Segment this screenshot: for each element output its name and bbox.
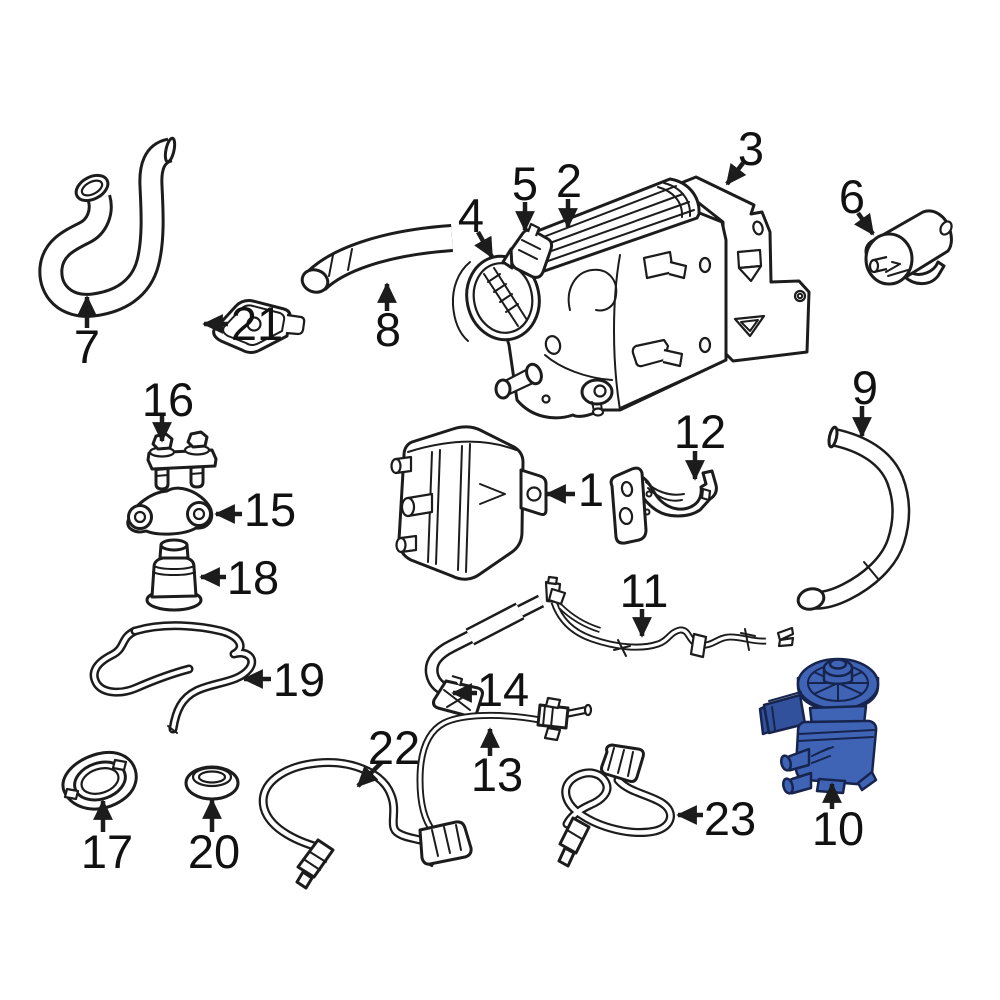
- part-4-throttle-body-drawing: [451, 254, 541, 342]
- callout-15: 15: [214, 483, 296, 536]
- part-19-wire-bracket-drawing: [89, 621, 257, 734]
- callout-number: 11: [620, 564, 669, 617]
- callout-8: 8: [375, 282, 401, 356]
- callout-leader-arrow: [474, 230, 494, 259]
- part-9-hose-drawing: [796, 425, 911, 611]
- part-1-canister-drawing: [390, 425, 548, 581]
- callout-number: 10: [812, 802, 864, 855]
- callout-3: 3: [725, 122, 764, 186]
- callout-number: 15: [244, 483, 296, 536]
- callout-5: 5: [512, 157, 538, 232]
- callout-13: 13: [471, 727, 523, 801]
- part-6-filter-drawing: [864, 209, 953, 286]
- callout-14: 14: [451, 663, 529, 716]
- callout-number: 9: [852, 361, 878, 414]
- part-21-sensor-drawing: [212, 299, 306, 354]
- part-10-purge-valve-drawing: [758, 657, 880, 795]
- callout-number: 17: [81, 825, 133, 878]
- callout-number: 4: [458, 189, 484, 242]
- part-23-oxygen-sensor-drawing: [557, 743, 675, 868]
- callout-number: 23: [704, 792, 756, 845]
- callout-number: 5: [512, 157, 538, 210]
- callout-21: 21: [202, 297, 283, 350]
- callout-leader-arrow: [725, 161, 747, 186]
- callout-number: 2: [556, 154, 582, 207]
- part-18-grommet-drawing: [145, 538, 203, 612]
- callout-number: 7: [74, 320, 100, 373]
- callout-4: 4: [458, 189, 494, 259]
- callout-6: 6: [839, 170, 875, 236]
- part-11-harness-drawing: [544, 575, 795, 659]
- part-2-intake-manifold-drawing: [494, 177, 728, 420]
- callout-leader-arrow: [356, 760, 384, 788]
- part-3-bracket-drawing: [674, 175, 811, 363]
- callout-18: 18: [199, 551, 279, 604]
- part-20-grommet-ring-drawing: [184, 765, 240, 801]
- callout-23: 23: [676, 792, 756, 845]
- callout-16: 16: [142, 373, 194, 443]
- callout-1: 1: [545, 463, 604, 516]
- callout-number: 8: [375, 303, 401, 356]
- callout-9: 9: [852, 361, 878, 438]
- callout-17: 17: [81, 799, 133, 878]
- callout-7: 7: [74, 295, 100, 373]
- callout-19: 19: [242, 653, 325, 706]
- part-17-gasket-drawing: [61, 750, 138, 811]
- callout-12: 12: [674, 405, 726, 481]
- part-8-hose-drawing: [300, 224, 453, 294]
- part-22-oxygen-sensor-drawing: [258, 758, 473, 890]
- callout-leader-arrow: [853, 211, 875, 236]
- callout-number: 20: [188, 825, 240, 878]
- callout-10: 10: [812, 782, 864, 855]
- callout-number: 16: [142, 373, 194, 426]
- callout-number: 19: [273, 653, 325, 706]
- callout-number: 12: [674, 405, 726, 458]
- callout-2: 2: [556, 154, 582, 229]
- callout-20: 20: [188, 798, 240, 878]
- callout-number: 22: [368, 721, 420, 774]
- part-7-hose-drawing: [38, 136, 177, 318]
- callout-22: 22: [356, 721, 420, 788]
- callout-number: 21: [231, 297, 283, 350]
- callout-number: 1: [578, 463, 604, 516]
- callout-number: 13: [471, 748, 523, 801]
- callout-number: 6: [839, 170, 865, 223]
- part-15-plate-drawing: [126, 486, 214, 536]
- callout-number: 18: [227, 551, 279, 604]
- part-16-bolts-drawing: [146, 430, 218, 491]
- callout-number: 14: [477, 663, 529, 716]
- part-12-bracket-drawing: [609, 466, 718, 545]
- callout-11: 11: [620, 564, 669, 638]
- callout-number: 3: [738, 122, 764, 175]
